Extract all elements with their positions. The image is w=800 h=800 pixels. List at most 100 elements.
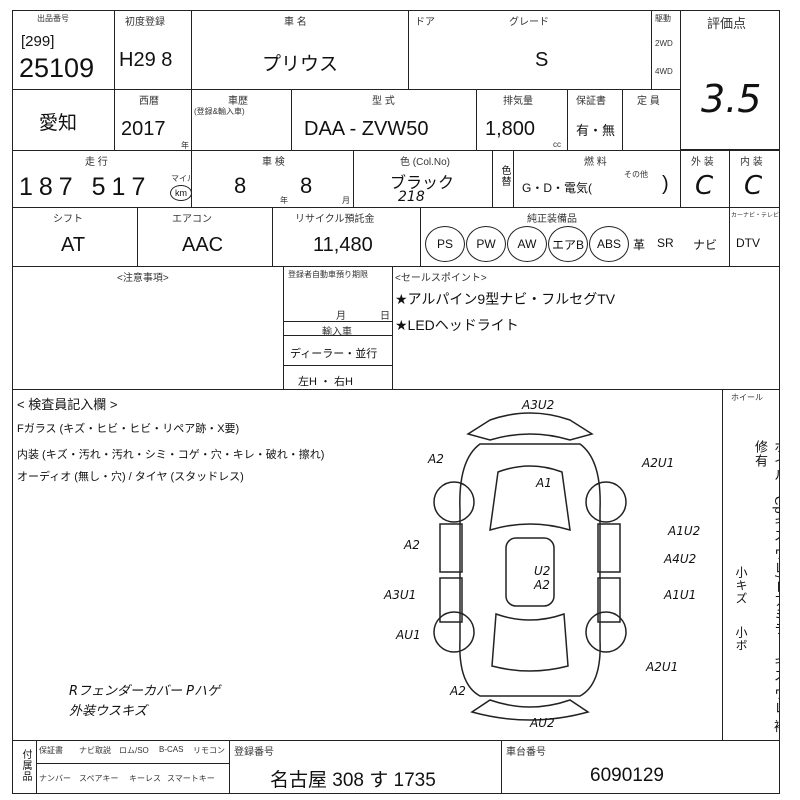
roof (505, 537, 555, 607)
shift-label: シフト (53, 214, 83, 225)
handwritten-note-1: Rフェンダーカバー Pハゲ (69, 684, 221, 699)
damage-mark: A2 (534, 578, 550, 592)
damage-mark: A2U1 (646, 660, 679, 674)
score-label: 評価点 (707, 16, 747, 31)
prefecture-cell: 愛知 (12, 89, 115, 151)
equip-abs-icon: ABS (589, 226, 629, 262)
interior-label: 内 装 (740, 157, 763, 168)
equip-aw-icon: AW (507, 226, 547, 262)
footer-side-label: 付属品 (20, 749, 31, 782)
damage-mark: AU1 (396, 628, 421, 642)
shift-cell: シフト AT (12, 207, 138, 267)
accessory-bcas: B-CAS (159, 745, 184, 754)
year-unit: 年 (181, 141, 189, 150)
registration-cell: 初度登録 H29 8 (114, 10, 192, 90)
front-bumper (466, 412, 594, 441)
footer-divider (37, 763, 229, 764)
shaken-month-unit: 月 (342, 196, 350, 205)
damage-mark: A1U1 (664, 588, 697, 602)
damage-mark: A4U2 (664, 552, 697, 566)
windshield (489, 465, 571, 532)
plate-value: 名古屋 308 す 1735 (270, 770, 436, 791)
form-value: DAA - ZVW50 (304, 118, 429, 140)
displacement-unit: cc (553, 140, 561, 149)
grade-label: グレード (509, 17, 549, 28)
year-cell: 西暦 2017 年 (114, 89, 192, 151)
sales-label: <セールスポイント> (395, 273, 487, 284)
form-label: 型 式 (372, 96, 395, 107)
wheel-front-left-icon (433, 481, 475, 523)
inspector-area: < 検査員記入欄 > Fガラス (キズ・ヒビ・ヒビ・リペア跡・X要) 内装 (キ… (12, 389, 780, 741)
sales-point-1: ★アルパイン9型ナビ・フルセグTV (395, 291, 616, 307)
side-vertical-text: ホイル・Cpキズ ワレ/ドアミラー キズ ワレ 補修有 (753, 440, 780, 734)
fuel-cell: 燃 料 その他 G・D・電気( ) (513, 150, 681, 208)
recycle-label: リサイクル預託金 (295, 214, 375, 225)
capacity-label: 定 員 (637, 96, 660, 107)
year-label: 西暦 (139, 96, 159, 107)
inspector-title: < 検査員記入欄 > (17, 397, 118, 412)
import-value: ディーラー・並行 (290, 348, 378, 360)
footer-side-label-cell: 付属品 (12, 740, 37, 794)
wheel-label: ホイール (731, 393, 763, 402)
accessory-cell: 保証書 ナビ取説 ロム/SO B-CAS リモコン ナンバー スペアキー キーレ… (36, 740, 230, 794)
shaken-year-unit: 年 (280, 196, 288, 205)
damage-mark: A2U1 (642, 456, 675, 470)
equip-pw-icon: PW (466, 226, 506, 262)
car-body (459, 443, 601, 697)
equip-airbag-icon: エアB (548, 226, 588, 262)
equip-leather: 革 (633, 238, 646, 252)
accessory-smart-key: スマートキー (167, 774, 215, 783)
side-small-2: 小ボ (734, 626, 748, 652)
lot-cell: 出品番号 [299] 25109 (12, 10, 115, 90)
car-diagram (433, 412, 627, 721)
car-tv-label: カーナビ・テレビ (731, 213, 780, 219)
warranty-cell: 保証書 有・無 (567, 89, 623, 151)
color-number: 218 (398, 189, 425, 205)
purpose-label: 車歴 (228, 96, 248, 107)
damage-mark: A2 (404, 538, 420, 552)
wheel-column: ホイール ホイル・Cpキズ ワレ/ドアミラー キズ ワレ 補修有 小キズ 小ボ (722, 389, 780, 741)
equip-ps-icon: PS (425, 226, 465, 262)
registration-label: 初度登録 (125, 17, 165, 28)
warranty-value: 有・無 (576, 123, 616, 138)
import-divider-2 (284, 335, 392, 336)
plate-label: 登録番号 (234, 747, 274, 758)
door-front-right (597, 523, 621, 573)
handle-value: 左H ・ 右H (298, 376, 353, 388)
accessory-warranty: 保証書 (39, 746, 63, 755)
displacement-label: 排気量 (503, 96, 533, 107)
chassis-value: 6090129 (590, 765, 664, 786)
shaken-year: 8 (234, 173, 247, 198)
handwritten-note-2: 外装ウスキズ (69, 704, 148, 719)
fuel-label: 燃 料 (584, 157, 607, 168)
grade-value: S (535, 49, 549, 71)
recycle-cell: リサイクル預託金 11,480 (272, 207, 421, 267)
drive-cell: 駆動 2WD 4WD (651, 10, 681, 90)
purpose-cell: 車歴 (登録&輸入車) (191, 89, 292, 151)
drive-label: 駆動 (655, 14, 671, 23)
glass-line: Fガラス (キズ・ヒビ・ヒビ・リペア跡・X要) (17, 423, 240, 435)
caution-cell: <注意事項> (12, 266, 284, 390)
fuel-value: G・D・電気( (522, 181, 592, 195)
displacement-cell: 排気量 1,800 cc (476, 89, 568, 151)
aircon-cell: エアコン AAC (137, 207, 273, 267)
shaken-month: 8 (300, 173, 313, 198)
warranty-label: 保証書 (576, 96, 606, 107)
dtv-cell: カーナビ・テレビ DTV (729, 207, 780, 267)
mileage-label: 走 行 (85, 157, 108, 168)
capacity-cell: 定 員 (622, 89, 681, 151)
aircon-label: エアコン (172, 214, 212, 225)
damage-mark: AU2 (530, 716, 555, 730)
import-label: 輸入車 (322, 327, 352, 338)
sales-cell: <セールスポイント> ★アルパイン9型ナビ・フルセグTV ★LEDヘッドライト (392, 266, 780, 390)
side-small-1: 小キズ (734, 566, 748, 605)
caution-label: <注意事項> (117, 273, 169, 284)
audio-line: オーディオ (無し・穴) / タイヤ (スタッドレス) (17, 471, 244, 483)
wheel-rear-right-icon (585, 611, 627, 653)
rear-bumper (470, 699, 590, 721)
equip-dtv: DTV (736, 236, 760, 250)
color-value: ブラック (390, 175, 455, 192)
purpose-sub: (登録&輸入車) (194, 107, 245, 116)
grade-cell: ドア グレード S (408, 10, 652, 90)
accessory-manual: ナビ取説 (79, 746, 111, 755)
